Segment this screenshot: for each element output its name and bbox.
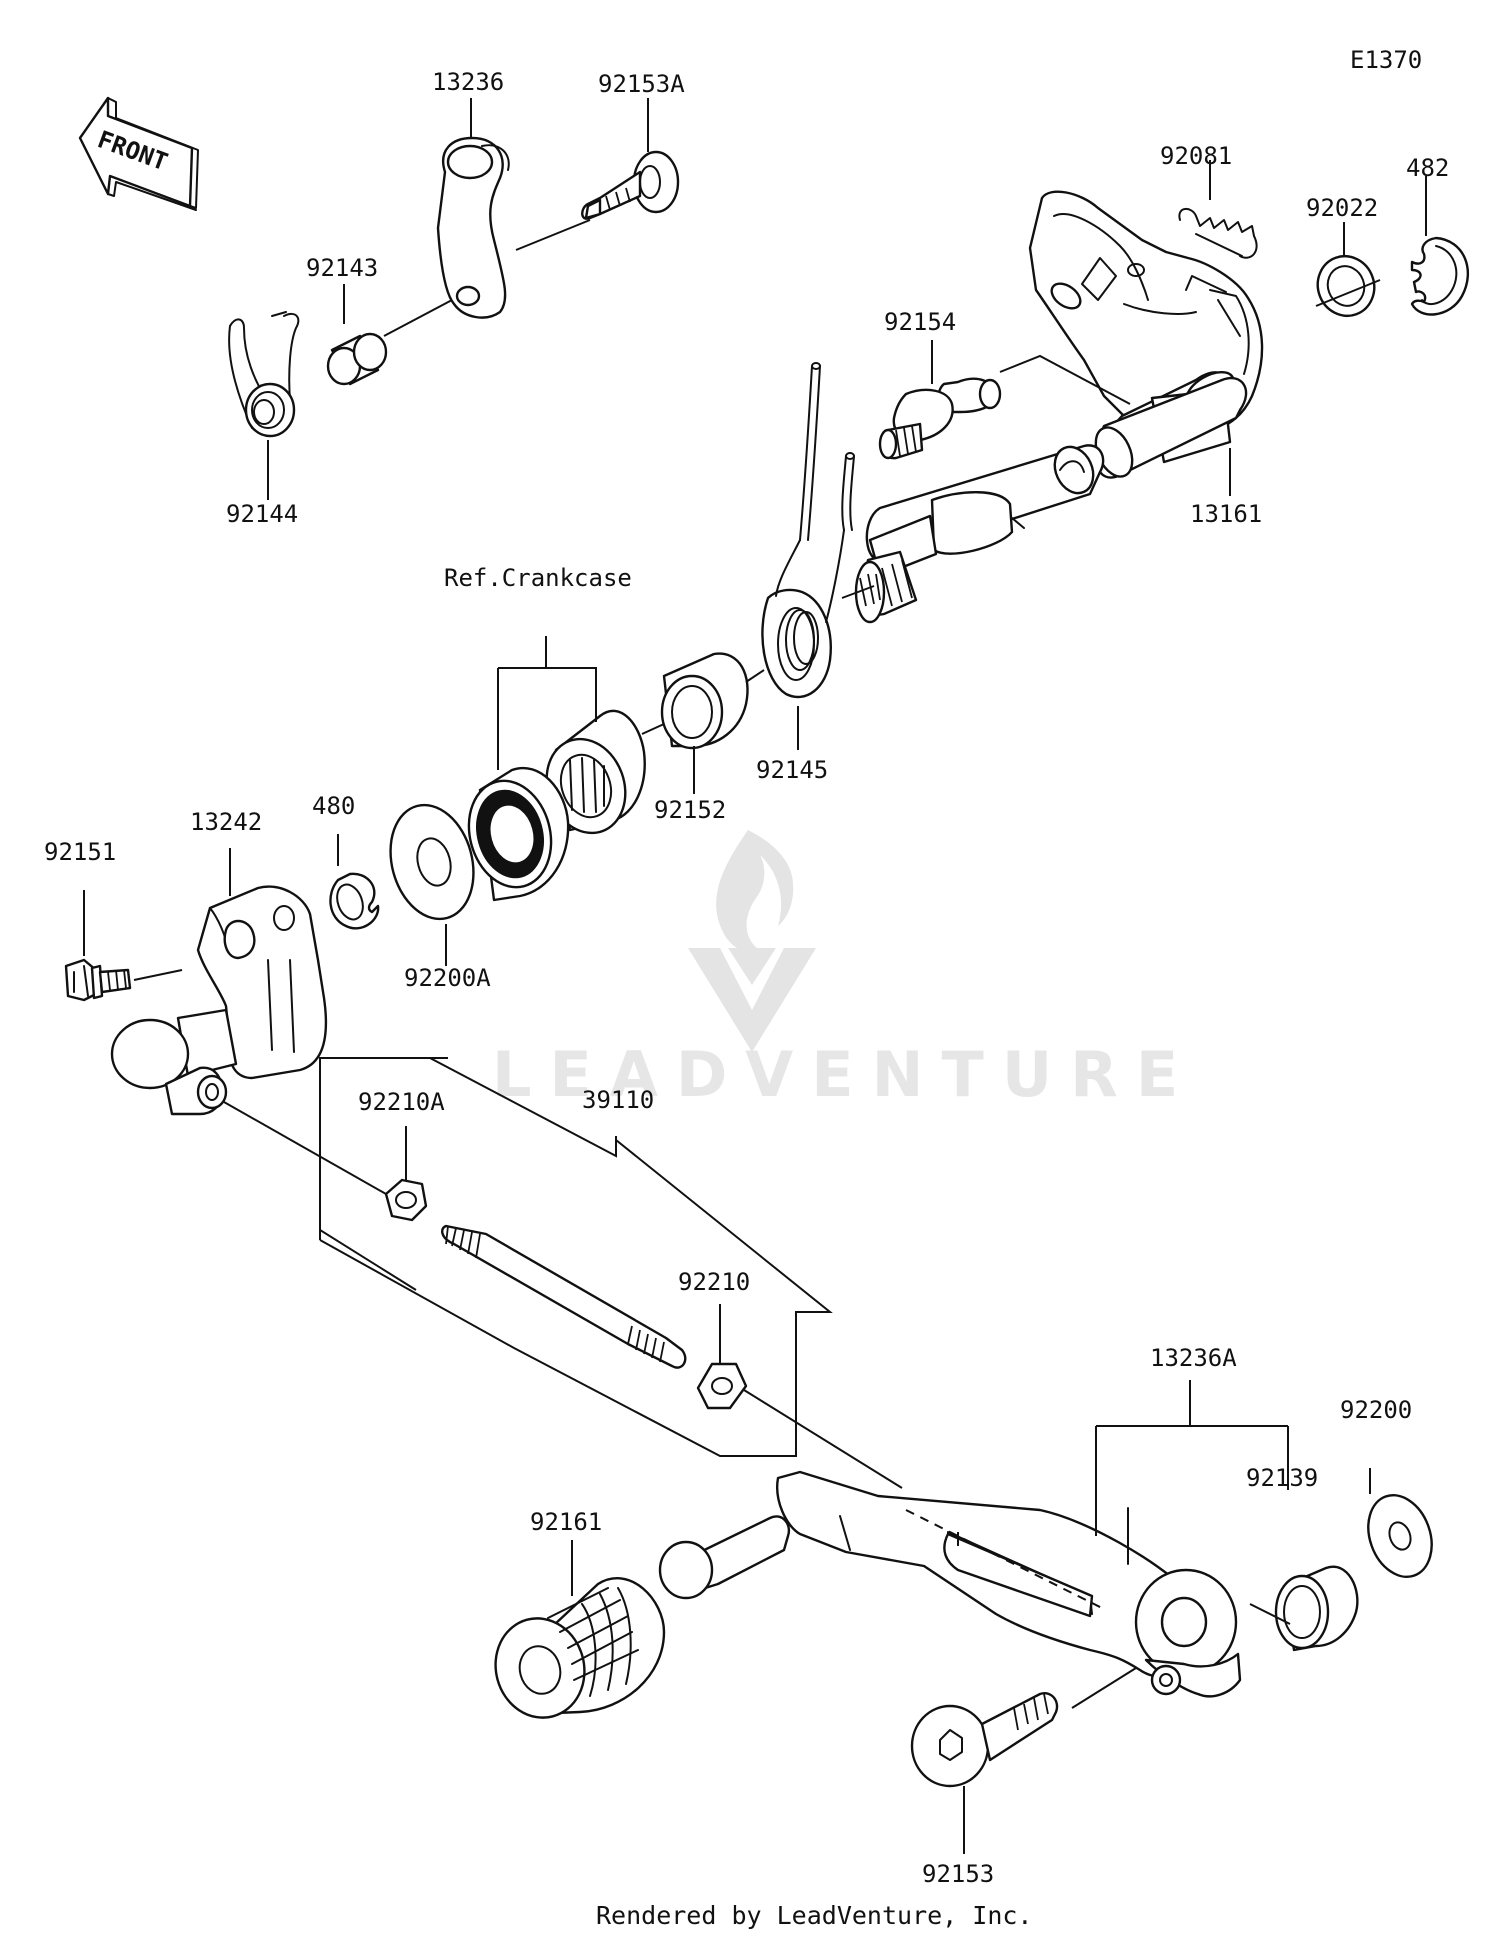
washer-92022 [1316, 255, 1376, 317]
callout-13236A: 13236A [1150, 1344, 1237, 1372]
callout-92022: 92022 [1306, 194, 1378, 222]
spring-92145 [761, 362, 855, 699]
callout-92210: 92210 [678, 1268, 750, 1296]
callout-92200A: 92200A [404, 964, 491, 992]
bolt-92151 [64, 958, 132, 1002]
callout-39110: 39110 [582, 1086, 654, 1114]
callout-13242: 13242 [190, 808, 262, 836]
shift-pedal-13236A [776, 1470, 1242, 1698]
callouts: 13236 92153A 92143 92144 92081 482 92022… [44, 68, 1449, 1888]
watermark-logo [688, 830, 816, 1052]
callout-92152: 92152 [654, 796, 726, 824]
watermark-text: LEADVENTURE [492, 1038, 1196, 1111]
callout-92200: 92200 [1340, 1396, 1412, 1424]
nut-92210A [384, 1178, 428, 1222]
bolt-92153 [910, 1692, 1059, 1788]
group-label-ref-crankcase: Ref.Crankcase [444, 564, 632, 592]
footer-credit: Rendered by LeadVenture, Inc. [596, 1901, 1033, 1930]
callout-13161: 13161 [1190, 500, 1262, 528]
callout-92153A: 92153A [598, 70, 685, 98]
callout-92154: 92154 [884, 308, 956, 336]
spring-92081 [1178, 208, 1258, 259]
oil-seal [467, 767, 570, 902]
collar-92139 [1274, 1565, 1359, 1652]
circlip-482 [1410, 236, 1470, 316]
callout-480: 480 [312, 792, 355, 820]
shift-lever-13236 [436, 136, 510, 319]
callout-13236: 13236 [432, 68, 504, 96]
pin-shaft [658, 1515, 791, 1600]
diagram-code: E1370 [1350, 46, 1422, 74]
callout-92139: 92139 [1246, 1464, 1318, 1492]
shift-shaft-13161 [854, 377, 1248, 624]
callout-92143: 92143 [306, 254, 378, 282]
collar-92143 [326, 332, 388, 386]
callout-92081: 92081 [1160, 142, 1232, 170]
needle-bearing [545, 709, 646, 835]
bolt-92153A [581, 150, 680, 220]
shift-arm-13242 [110, 885, 328, 1116]
bolt-92154 [878, 377, 1002, 460]
callout-92210A: 92210A [358, 1088, 445, 1116]
circlip-480 [329, 872, 380, 930]
tie-rod-39110 [441, 1224, 687, 1369]
washer-92200A [389, 803, 475, 921]
leader-lines [83, 98, 1427, 1854]
callout-92144: 92144 [226, 500, 298, 528]
callout-482: 482 [1406, 154, 1449, 182]
callout-92151: 92151 [44, 838, 116, 866]
callout-92161: 92161 [530, 1508, 602, 1536]
pedal-rubber-92161 [494, 1577, 666, 1719]
front-arrow-icon: FRONT [78, 96, 199, 211]
callout-92145: 92145 [756, 756, 828, 784]
washer-92200 [1367, 1494, 1433, 1578]
callout-92153: 92153 [922, 1860, 994, 1888]
spring-92144 [228, 311, 300, 438]
nut-92210 [696, 1362, 748, 1410]
collar-92152 [660, 652, 749, 750]
